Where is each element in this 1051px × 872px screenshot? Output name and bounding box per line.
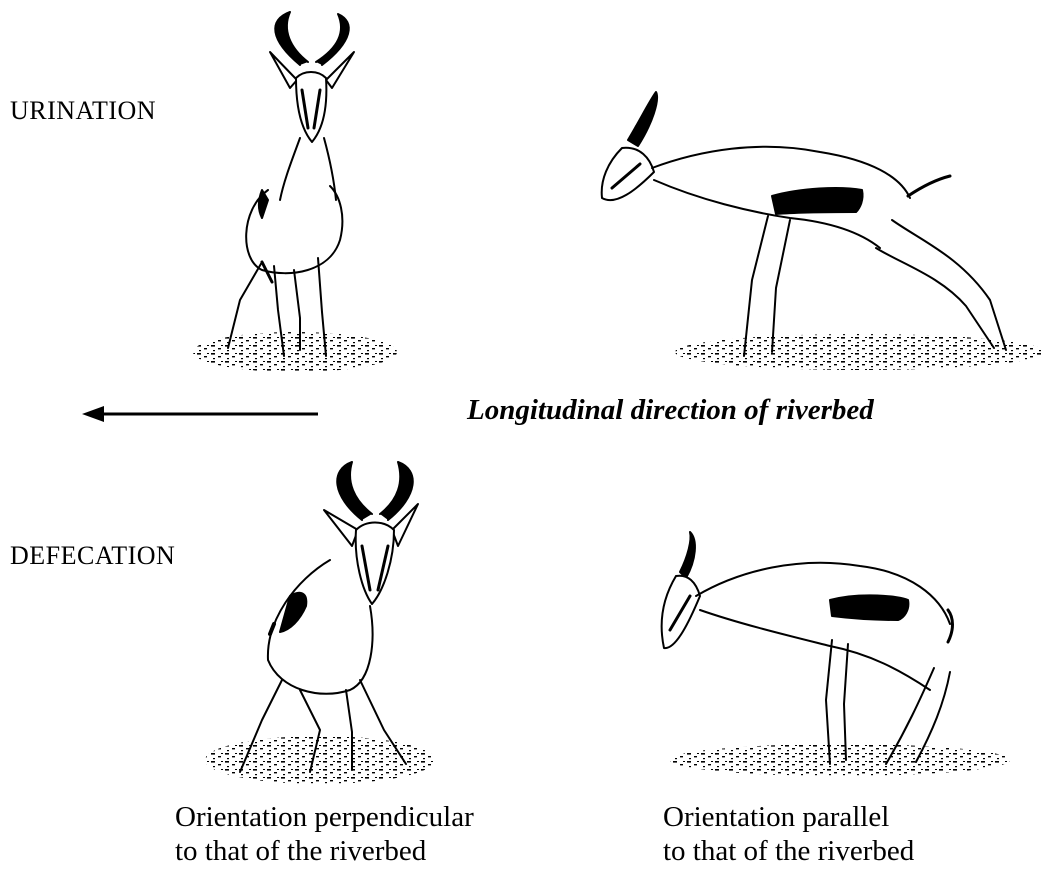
horn bbox=[628, 92, 657, 146]
horn bbox=[275, 12, 308, 65]
leg bbox=[892, 220, 1006, 350]
springbok-urination-parallel bbox=[602, 92, 1045, 370]
belly bbox=[700, 610, 930, 690]
flank-stripe bbox=[280, 593, 306, 632]
back bbox=[696, 563, 950, 624]
tail bbox=[908, 176, 950, 196]
horn bbox=[337, 462, 372, 520]
springbok-defecation-perpendicular bbox=[205, 462, 435, 784]
springbok-urination-perpendicular bbox=[193, 12, 397, 372]
ear bbox=[324, 510, 358, 546]
flank-stripe bbox=[772, 188, 863, 214]
caption-perpendicular: Orientation perpendicular to that of the… bbox=[175, 800, 474, 868]
horn bbox=[680, 532, 695, 578]
flank-stripe bbox=[830, 595, 908, 620]
back bbox=[652, 147, 910, 198]
leg bbox=[772, 220, 790, 352]
flank-stripe bbox=[259, 190, 268, 218]
leg bbox=[744, 216, 768, 356]
neck bbox=[280, 138, 300, 200]
ground-patch bbox=[193, 332, 397, 372]
ground-patch bbox=[670, 744, 1010, 776]
tail bbox=[948, 610, 953, 642]
defecation-label: DEFECATION bbox=[10, 541, 175, 571]
direction-label: Longitudinal direction of riverbed bbox=[467, 394, 874, 427]
urination-label: URINATION bbox=[10, 96, 156, 126]
leg bbox=[876, 248, 994, 348]
horn bbox=[316, 14, 349, 65]
horn bbox=[380, 462, 413, 520]
springbok-defecation-parallel bbox=[662, 532, 1010, 776]
head bbox=[296, 72, 326, 142]
ground-patch bbox=[675, 334, 1045, 370]
left-arrow-icon bbox=[82, 406, 318, 422]
ground-patch bbox=[205, 736, 435, 784]
tail bbox=[270, 624, 274, 634]
head bbox=[356, 523, 394, 605]
caption-parallel: Orientation parallel to that of the rive… bbox=[663, 800, 914, 868]
leg bbox=[844, 644, 848, 760]
